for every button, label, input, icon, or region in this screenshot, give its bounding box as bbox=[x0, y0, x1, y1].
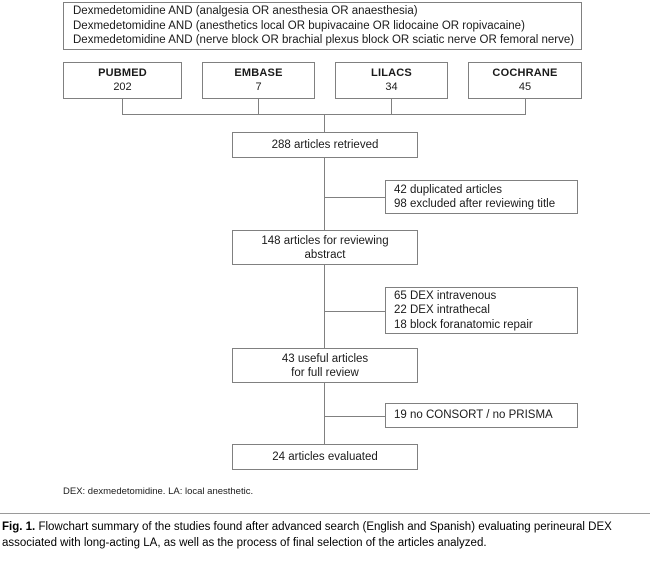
connector-branch-dex-breakdown bbox=[324, 311, 386, 312]
connector-branch-duplicated bbox=[324, 197, 386, 198]
callout-duplicated-line-1: 42 duplicated articles bbox=[394, 183, 503, 196]
flow-box-useful-articles-line-2: for full review bbox=[291, 366, 359, 379]
callout-dex-line-1: 65 DEX intravenous bbox=[394, 289, 497, 302]
figure-caption-label: Fig. 1. bbox=[2, 521, 36, 533]
flow-box-articles-for-abstract-review: 148 articles for reviewing abstract bbox=[232, 230, 418, 265]
connector-stem-pubmed bbox=[122, 99, 123, 115]
callout-dex-line-3: 18 block foranatomic repair bbox=[394, 318, 533, 331]
flow-box-useful-articles: 43 useful articles for full review bbox=[232, 348, 418, 383]
flow-box-articles-evaluated: 24 articles evaluated bbox=[232, 444, 418, 470]
search-query-line-2: Dexmedetomidine AND (anesthetics local O… bbox=[73, 19, 525, 32]
flow-box-useful-articles-line-1: 43 useful articles bbox=[281, 352, 369, 365]
database-box-cochrane: COCHRANE 45 bbox=[468, 62, 582, 99]
database-name-cochrane: COCHRANE bbox=[492, 67, 558, 79]
database-name-lilacs: LILACS bbox=[371, 67, 412, 79]
search-query-line-3: Dexmedetomidine AND (nerve block OR brac… bbox=[73, 34, 575, 47]
figure-caption-text: Flowchart summary of the studies found a… bbox=[2, 521, 612, 549]
callout-dex-line-2: 22 DEX intrathecal bbox=[394, 304, 490, 317]
callout-box-duplicated-excluded: 42 duplicated articles 98 excluded after… bbox=[385, 180, 578, 214]
database-name-embase: EMBASE bbox=[234, 67, 283, 79]
search-query-box: Dexmedetomidine AND (analgesia OR anesth… bbox=[63, 2, 582, 50]
flow-box-articles-retrieved-line-1: 288 articles retrieved bbox=[271, 139, 379, 151]
flow-box-articles-retrieved: 288 articles retrieved bbox=[232, 132, 418, 158]
connector-branch-consort bbox=[324, 416, 386, 417]
connector-stem-cochrane bbox=[525, 99, 526, 115]
callout-box-dex-breakdown: 65 DEX intravenous 22 DEX intrathecal 18… bbox=[385, 287, 578, 334]
abbreviation-footnote: DEX: dexmedetomidine. LA: local anesthet… bbox=[63, 486, 254, 497]
connector-spine-segment-2 bbox=[324, 157, 325, 231]
connector-stem-lilacs bbox=[391, 99, 392, 115]
connector-spine-segment-3 bbox=[324, 264, 325, 349]
database-box-pubmed: PUBMED 202 bbox=[63, 62, 182, 99]
callout-box-no-consort-no-prisma: 19 no CONSORT / no PRISMA bbox=[385, 403, 578, 428]
database-count-lilacs: 34 bbox=[385, 80, 398, 93]
flow-box-articles-for-abstract-review-line-2: abstract bbox=[304, 248, 346, 261]
figure-caption: Fig. 1. Flowchart summary of the studies… bbox=[2, 520, 650, 551]
database-count-embase: 7 bbox=[255, 80, 262, 93]
flow-box-articles-evaluated-line-1: 24 articles evaluated bbox=[272, 451, 378, 463]
connector-spine-segment-4 bbox=[324, 382, 325, 445]
connector-stem-embase bbox=[258, 99, 259, 115]
callout-duplicated-line-2: 98 excluded after reviewing title bbox=[394, 198, 556, 210]
database-count-cochrane: 45 bbox=[518, 80, 532, 93]
database-count-pubmed: 202 bbox=[113, 80, 132, 93]
caption-divider-rule bbox=[0, 513, 650, 514]
search-query-line-1: Dexmedetomidine AND (analgesia OR anesth… bbox=[73, 5, 418, 18]
database-name-pubmed: PUBMED bbox=[98, 67, 147, 79]
callout-consort-line-1: 19 no CONSORT / no PRISMA bbox=[394, 409, 553, 422]
database-box-lilacs: LILACS 34 bbox=[335, 62, 448, 99]
connector-spine-segment-1 bbox=[324, 114, 325, 133]
flow-box-articles-for-abstract-review-line-1: 148 articles for reviewing bbox=[261, 234, 389, 247]
database-box-embase: EMBASE 7 bbox=[202, 62, 315, 99]
